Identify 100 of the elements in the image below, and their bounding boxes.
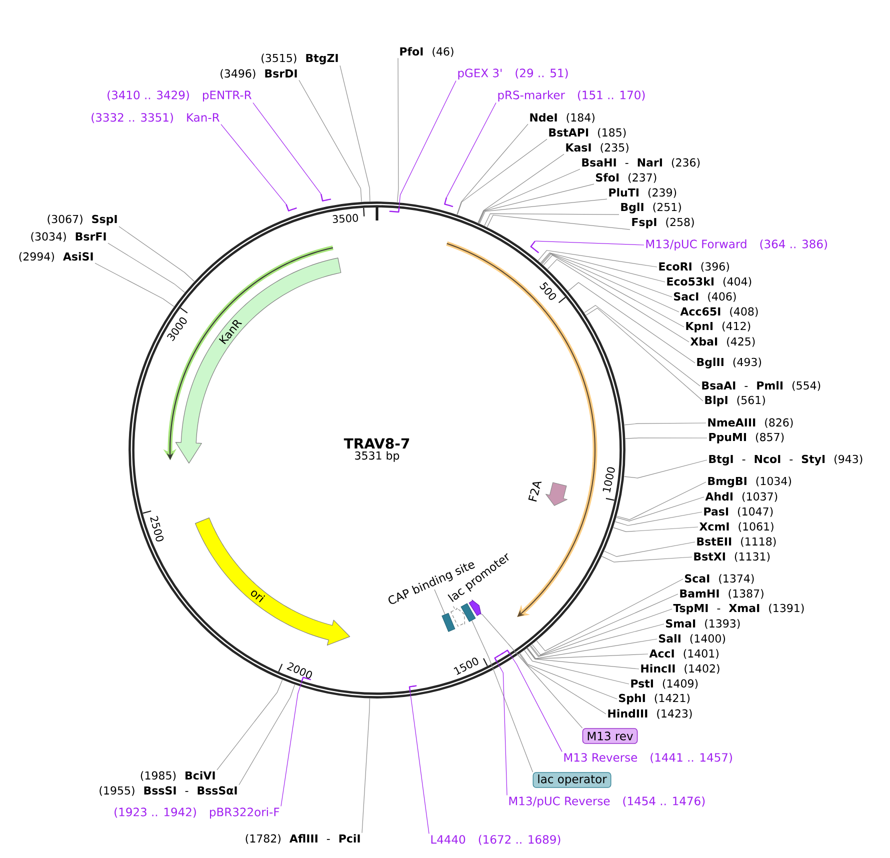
site-label: BstEII (1118) [697, 537, 776, 547]
site-label: SfoI (237) [596, 173, 656, 183]
leader-line [397, 58, 399, 202]
primer-mark [408, 685, 417, 692]
primer-mark [286, 204, 297, 212]
site-label: FspI (258) [632, 218, 694, 228]
site-label: BstAPI (185) [549, 128, 626, 138]
primer-mark [501, 650, 510, 654]
primer-label: (3332 .. 3351) Kan-R [92, 112, 220, 124]
leader-line [616, 496, 704, 522]
primer-label: M13/pUC Reverse (1454 .. 1476) [509, 796, 705, 808]
primer-label: M13/pUC Forward (364 .. 386) [646, 239, 827, 251]
site-label: (1955) BssSI - BssSαI [100, 786, 237, 796]
site-label: PpuMI (857) [709, 432, 784, 444]
site-label: KasI (235) [566, 143, 628, 153]
site-label: Eco53kI (404) [667, 277, 752, 287]
site-label: HindIII (1423) [608, 709, 692, 719]
leader-line [524, 650, 630, 684]
feature-tag: M13 rev [582, 728, 638, 744]
leader-line [410, 691, 430, 834]
leader-line [520, 653, 618, 700]
leader-line [434, 589, 446, 615]
primer-label: (1923 .. 1942) pBR322ori-F [114, 807, 280, 819]
leader-line [586, 308, 704, 402]
site-label: Acc65I (408) [680, 307, 758, 317]
site-label: SphI (1421) [619, 694, 690, 704]
site-label: (2994) AsiSI [19, 252, 93, 262]
leader-line [538, 250, 658, 268]
site-label: PluTI (239) [609, 188, 676, 198]
site-label: XbaI (425) [690, 337, 755, 347]
leader-line [540, 252, 666, 282]
leader-line [541, 253, 672, 298]
leader-line [94, 262, 174, 307]
site-label: BtgI - NcoI - StyI (943) [709, 454, 862, 466]
site-label: KpnI (412) [686, 322, 750, 332]
site-label: EcoRI (396) [659, 262, 729, 272]
leader-line [614, 512, 702, 526]
leader-line [452, 606, 456, 609]
feature-box [460, 603, 476, 622]
site-label: PfoI (46) [400, 47, 454, 57]
leader-line [457, 138, 548, 215]
site-label: BamHI (1387) [680, 589, 764, 599]
leader-line [584, 305, 700, 386]
leader-line [478, 184, 594, 224]
leader-line [613, 526, 698, 532]
leader-line [118, 226, 194, 282]
leader-line [527, 638, 658, 659]
site-label: SalI (1400) [659, 634, 726, 644]
leader-line [478, 154, 564, 224]
leader-line [216, 680, 283, 770]
feature-tag: lac operator [532, 772, 612, 788]
primer-mark [389, 207, 400, 213]
site-label: (1782) AflIII - PciI [246, 834, 360, 844]
site-label: BsaHI - NarI (236) [582, 158, 700, 168]
primer-label: pRS-marker (151 .. 170) [498, 90, 645, 102]
site-label: SmaI (1393) [666, 619, 740, 629]
leader-line [220, 124, 286, 204]
tick-label: 3500 [332, 214, 358, 223]
site-label: SacI (406) [674, 292, 736, 302]
site-label: (3067) SspI [48, 214, 117, 226]
site-label: BmgBI (1034) [708, 476, 792, 488]
site-label: BglII (493) [697, 358, 762, 368]
feature-pentagon [450, 608, 465, 627]
leader-line [472, 620, 534, 772]
site-label: TspMI - XmaI (1391) [673, 604, 804, 614]
leader-line [519, 654, 606, 714]
primer-label: L4440 (1672 .. 1689) [431, 834, 560, 846]
leader-line [252, 102, 322, 194]
leader-line [340, 65, 370, 202]
site-label: (3515) BtgZI [262, 54, 338, 64]
site-label: BlpI (561) [705, 396, 765, 406]
leader-line [542, 254, 680, 312]
primer-mark [494, 652, 504, 662]
leader-line [280, 682, 302, 807]
site-label: PasI (1047) [704, 507, 773, 517]
tick-label: 2000 [286, 662, 312, 678]
primer-label: pGEX 3' (29 .. 51) [458, 68, 568, 80]
tick-label: 2500 [150, 516, 164, 542]
leader-line [532, 594, 678, 656]
site-label: HincII (1402) [641, 664, 720, 674]
primer-mark [444, 197, 454, 208]
leader-line [616, 482, 706, 520]
leader-line [526, 648, 648, 660]
leader-line [482, 614, 583, 728]
site-label: NmeAIII (826) [708, 418, 793, 428]
site-label: PstI (1409) [631, 679, 698, 689]
feature-box [442, 612, 456, 632]
leader-line [624, 460, 708, 478]
site-label: (3496) BsrDI [220, 69, 297, 79]
leader-line [604, 542, 696, 557]
leader-line [496, 662, 508, 796]
leader-line [602, 556, 692, 562]
leader-line [536, 578, 684, 652]
leader-line [547, 259, 690, 342]
leader-line [624, 422, 706, 426]
leader-line [298, 80, 362, 202]
site-label: BstXI (1131) [694, 552, 770, 562]
leader-line [398, 80, 456, 208]
feature-label: F2A [528, 482, 542, 502]
site-label: BglI (251) [621, 202, 681, 214]
